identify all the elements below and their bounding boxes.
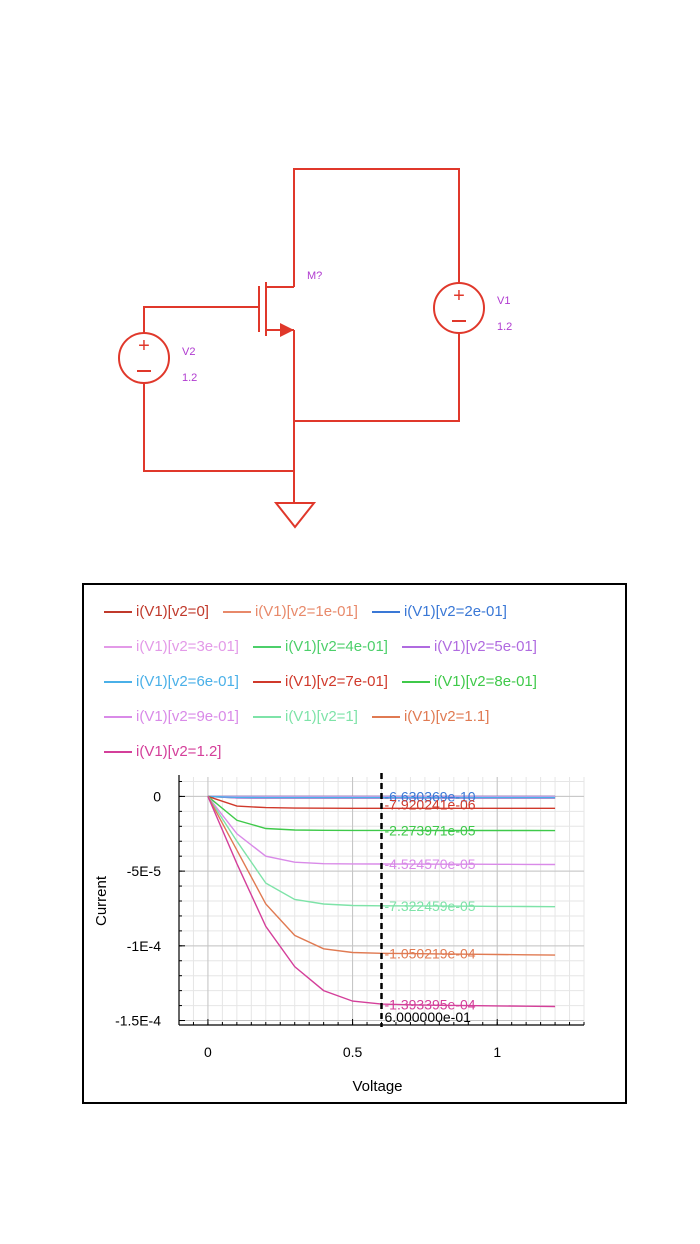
v2-value-label: 1.2	[182, 372, 197, 384]
legend-item[interactable]: i(V1)[v2=9e-01]	[104, 708, 239, 725]
legend-swatch	[252, 680, 281, 683]
circuit-schematic: + + M? V1 1.2 V2 1.2	[118, 168, 512, 529]
legend-item[interactable]: i(V1)[v2=1]	[252, 708, 358, 725]
legend-row: i(V1)[v2=3e-01] i(V1)[v2=4e-01] i(V1)[v2=5…	[104, 629, 624, 664]
legend-item[interactable]: i(V1)[v2=2e-01]	[371, 603, 507, 620]
plot-window: i(V1)[v2=0] i(V1)[v2=1e-01] i(V1)[v2=2e-01…	[82, 583, 627, 1104]
legend-row: i(V1)[v2=6e-01] i(V1)[v2=7e-01] i(V1)[v2=8…	[104, 664, 624, 699]
legend-label: i(V1)[v2=1]	[284, 708, 358, 725]
legend-swatch	[104, 645, 132, 648]
wire-gate-to-v2	[143, 306, 259, 333]
cursor-x-label: 6.000000e-01	[385, 1009, 472, 1025]
cursor-value-label: -7.920241e-06	[385, 797, 476, 813]
legend-label: i(V1)[v2=1e-01]	[254, 603, 358, 620]
legend-swatch	[104, 610, 132, 613]
cursor-value-label: -1.393395e-04	[385, 997, 476, 1013]
legend-row: i(V1)[v2=0] i(V1)[v2=1e-01] i(V1)[v2=2e-01…	[104, 594, 624, 629]
cursor-value-label: -2.273971e-05	[385, 822, 476, 838]
nmos-transistor	[258, 282, 294, 337]
legend-swatch	[252, 645, 281, 648]
legend-swatch	[104, 715, 132, 718]
y-tick-label: 0	[153, 788, 161, 804]
v1-ref-label: V1	[497, 295, 510, 307]
legend-label: i(V1)[v2=8e-01]	[433, 673, 537, 690]
legend-label: i(V1)[v2=1.2]	[136, 743, 222, 760]
legend-item[interactable]: i(V1)[v2=5e-01]	[401, 638, 537, 655]
legend-item[interactable]: i(V1)[v2=7e-01]	[252, 673, 388, 690]
voltage-source-v2: +	[118, 332, 170, 384]
legend-item[interactable]: i(V1)[v2=4e-01]	[252, 638, 388, 655]
cursor-value-label: -6.630369e-10	[385, 788, 476, 804]
legend-swatch	[401, 645, 430, 648]
voltage-source-v1: +	[433, 282, 485, 334]
series-line	[207, 795, 556, 832]
legend-swatch	[371, 715, 400, 718]
legend-swatch	[252, 715, 281, 718]
legend-label: i(V1)[v2=9e-01]	[136, 708, 239, 725]
cursor-value-label: -1.050219e-04	[385, 945, 476, 961]
x-tick-label: 0.5	[343, 1044, 363, 1060]
cursor-value-label: -4.524570e-05	[385, 856, 476, 872]
legend-swatch	[104, 680, 132, 683]
legend-item[interactable]: i(V1)[v2=6e-01]	[104, 673, 239, 690]
wire-drain-to-v1	[293, 168, 460, 287]
wire-v2-to-ground	[143, 383, 294, 472]
legend-label: i(V1)[v2=5e-01]	[433, 638, 537, 655]
legend-row: i(V1)[v2=9e-01] i(V1)[v2=1] i(V1)[v2=1.1]	[104, 699, 624, 734]
x-tick-label: 1	[493, 1044, 501, 1060]
legend-label: i(V1)[v2=3e-01]	[136, 638, 239, 655]
legend-label: i(V1)[v2=7e-01]	[284, 673, 388, 690]
x-tick-label: 0	[204, 1044, 212, 1060]
v2-ref-label: V2	[182, 346, 195, 358]
legend-swatch	[222, 610, 251, 613]
y-tick-label: -1.5E-4	[115, 1013, 161, 1029]
legend-item[interactable]: i(V1)[v2=8e-01]	[401, 673, 537, 690]
legend-item[interactable]: i(V1)[v2=0]	[104, 603, 209, 620]
legend-label: i(V1)[v2=6e-01]	[136, 673, 239, 690]
legend-item[interactable]: i(V1)[v2=1.1]	[371, 708, 490, 725]
cursor-value-label: -7.322459e-05	[385, 898, 476, 914]
legend-label: i(V1)[v2=2e-01]	[403, 603, 507, 620]
transistor-ref-label: M?	[307, 270, 322, 282]
legend-label: i(V1)[v2=1.1]	[403, 708, 490, 725]
legend-item[interactable]: i(V1)[v2=3e-01]	[104, 638, 239, 655]
legend-row: i(V1)[v2=1.2]	[104, 734, 624, 769]
legend-swatch	[401, 680, 430, 683]
chart-legend: i(V1)[v2=0] i(V1)[v2=1e-01] i(V1)[v2=2e-01…	[104, 594, 624, 769]
y-tick-label: -5E-5	[127, 863, 161, 879]
legend-item[interactable]: i(V1)[v2=1e-01]	[222, 603, 358, 620]
legend-label: i(V1)[v2=4e-01]	[284, 638, 388, 655]
legend-swatch	[371, 610, 400, 613]
v1-value-label: 1.2	[497, 321, 512, 333]
legend-label: i(V1)[v2=0]	[136, 603, 209, 620]
ground-icon	[273, 502, 317, 529]
y-axis-title: Current	[93, 875, 110, 926]
legend-item[interactable]: i(V1)[v2=1.2]	[104, 743, 221, 760]
y-tick-label: -1E-4	[127, 938, 161, 954]
x-axis-title: Voltage	[352, 1078, 402, 1095]
plus-icon: +	[453, 285, 465, 307]
plus-icon: +	[138, 335, 150, 357]
wire-v1-to-source	[294, 333, 460, 422]
legend-swatch	[104, 750, 132, 753]
